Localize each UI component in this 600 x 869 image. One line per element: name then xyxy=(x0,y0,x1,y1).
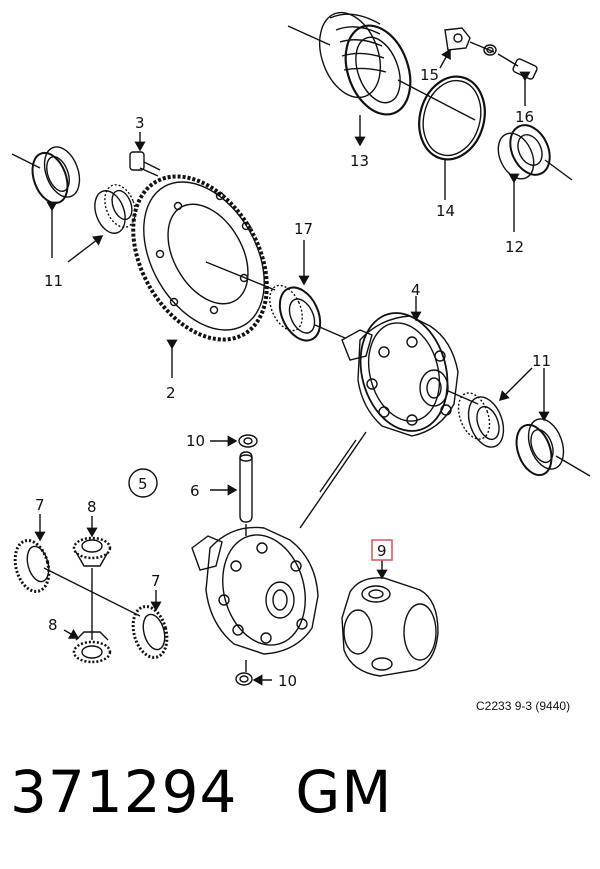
spider-cross-part-9 xyxy=(341,560,439,677)
callout-circle-5 xyxy=(128,468,158,498)
callout-13: 13 xyxy=(350,152,369,170)
callout-6: 6 xyxy=(190,482,200,500)
highlight-box-9 xyxy=(371,539,393,561)
callout-8b: 8 xyxy=(48,616,58,634)
callout-14: 14 xyxy=(436,202,455,220)
callout-4: 4 xyxy=(411,281,421,299)
bearing-part-12 xyxy=(497,124,573,232)
bracket-part-15 xyxy=(439,27,495,69)
lock-washer-part-10-bottom xyxy=(235,660,272,686)
ring-drum-part-13 xyxy=(287,11,476,147)
ring-gear-part-2 xyxy=(131,174,276,378)
callout-11a: 11 xyxy=(44,272,63,290)
bearing-part-11-left xyxy=(11,146,136,263)
callout-16: 16 xyxy=(515,108,534,126)
bolt-part-16 xyxy=(497,53,538,106)
callout-10b: 10 xyxy=(278,672,297,690)
callout-3: 3 xyxy=(135,114,145,132)
callout-9: 9 xyxy=(377,542,387,560)
callout-5: 5 xyxy=(138,475,148,493)
washer xyxy=(483,44,497,56)
bearing-part-17 xyxy=(269,240,346,342)
side-gear-part-7-right xyxy=(131,590,169,659)
side-gear-part-7-left xyxy=(13,514,141,617)
differential-housing-part-5 xyxy=(191,524,319,655)
callout-11b: 11 xyxy=(532,352,551,370)
part-number-line: 371294 GM xyxy=(10,758,392,826)
pinion-gear-part-8-bottom xyxy=(63,628,112,664)
callout-15: 15 xyxy=(420,66,439,84)
callout-8a: 8 xyxy=(87,498,97,516)
part-number: 371294 xyxy=(10,758,238,826)
lock-washer-part-10-top xyxy=(210,434,258,448)
screw-part-3 xyxy=(129,132,161,177)
callout-17: 17 xyxy=(294,220,313,238)
callout-2: 2 xyxy=(166,384,176,402)
pinion-gear-part-8-top xyxy=(72,516,112,640)
o-ring-part-14 xyxy=(418,75,486,200)
brand-name: GM xyxy=(295,758,393,826)
pin-part-6 xyxy=(210,451,253,523)
callout-7b: 7 xyxy=(151,572,161,590)
differential-case-part-4 xyxy=(299,296,479,529)
callout-12: 12 xyxy=(505,238,524,256)
drawing-code: C2233 9-3 (9440) xyxy=(476,699,570,713)
callout-7a: 7 xyxy=(35,496,45,514)
bearing-part-11-right xyxy=(457,367,591,477)
callout-10a: 10 xyxy=(186,432,205,450)
